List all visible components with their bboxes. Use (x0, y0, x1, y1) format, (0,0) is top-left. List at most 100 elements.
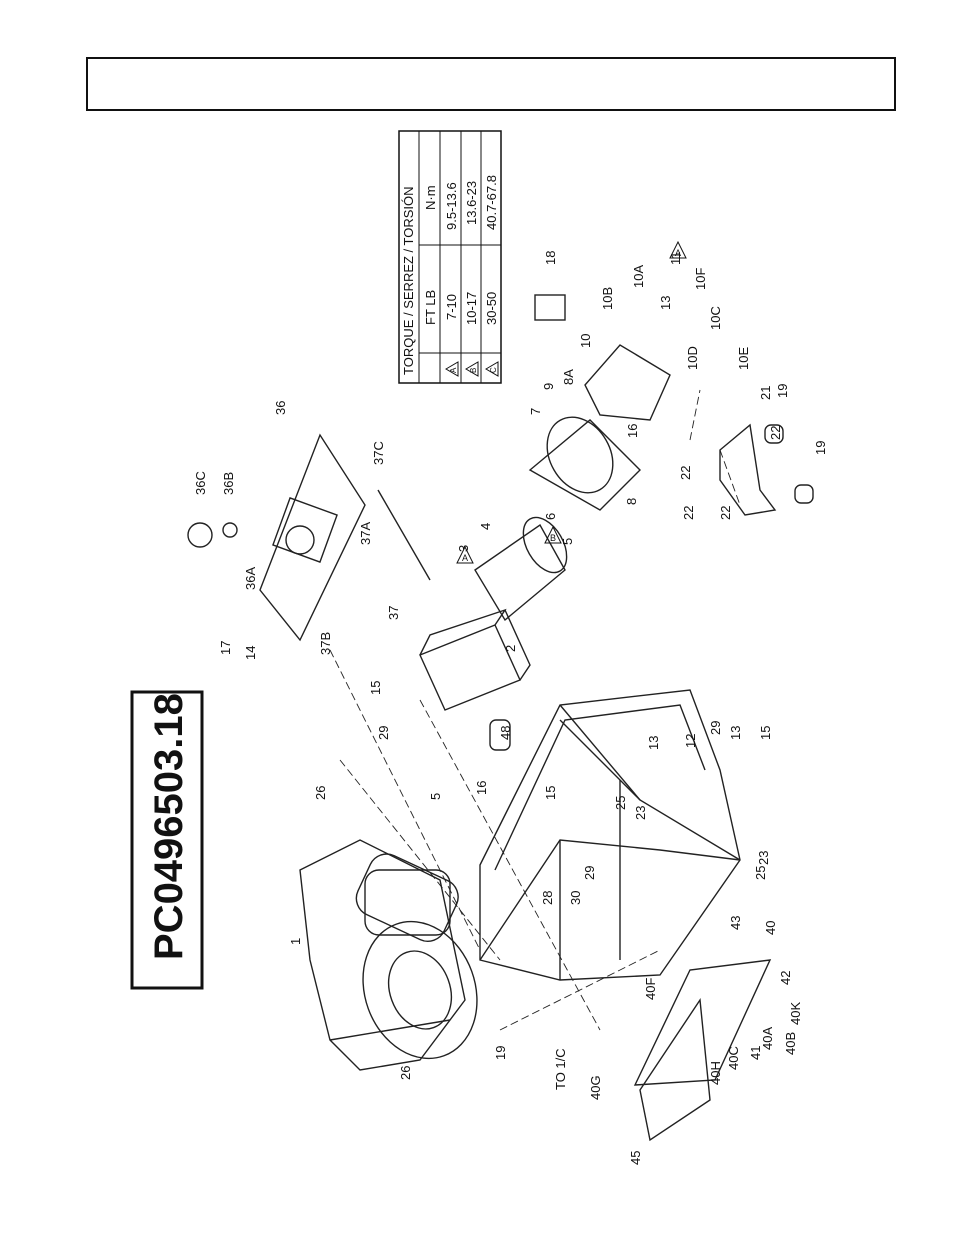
callout-label: 36A (243, 567, 258, 590)
fuel-gauge-drawing (377, 489, 431, 581)
callout-label: 10E (736, 347, 751, 370)
callout-label: 37B (318, 632, 333, 655)
callout-label: 13 (658, 296, 673, 310)
callout-label: 5 (560, 538, 575, 545)
callout-label: 15 (543, 786, 558, 800)
callout-label: 10B (600, 287, 615, 310)
torque-row-nm: 9.5-13.6 (444, 182, 459, 230)
callout-label: 13 (646, 736, 661, 750)
stator-drawing (528, 416, 641, 511)
callout-label: 8 (624, 498, 639, 505)
callout-label: 5 (428, 793, 443, 800)
callout-label: 19 (493, 1046, 508, 1060)
end-bell-drawing (584, 344, 671, 421)
callout-label: 45 (628, 1151, 643, 1165)
callout-label: 9 (541, 383, 556, 390)
callout-label: 40A (760, 1027, 775, 1050)
callout-label: 19 (813, 441, 828, 455)
svg-text:A: A (462, 553, 468, 563)
svg-text:B: B (550, 533, 556, 543)
callout-label: 37 (386, 606, 401, 620)
foot-drawing (489, 719, 511, 751)
callout-label: 10A (631, 265, 646, 288)
torque-reference-mark: B (544, 525, 562, 544)
callout-label: 23 (633, 806, 648, 820)
callout-label: 29 (582, 866, 597, 880)
callout-label: 7 (528, 408, 543, 415)
callout-label: TO 1/C (553, 1048, 568, 1090)
callout-label: 4 (478, 523, 493, 530)
callout-label: 40H (708, 1061, 723, 1085)
torque-row-nm: 40.7-67.8 (484, 175, 499, 230)
callout-label: 29 (376, 726, 391, 740)
callout-label: 23 (756, 851, 771, 865)
engine-drawing (299, 839, 478, 1071)
callout-label: 13 (728, 726, 743, 740)
callout-label: 25 (753, 866, 768, 880)
control-panel-drawing (633, 959, 772, 1142)
part-number-block: PC0496503.18 (130, 690, 204, 990)
callout-label: 40C (726, 1046, 741, 1070)
callout-label: 22 (681, 506, 696, 520)
torque-reference-mark: A (669, 240, 687, 259)
callout-label: 8A (561, 369, 576, 385)
callout-label: 22 (718, 506, 733, 520)
callout-label: 40K (788, 1002, 803, 1025)
callout-label: 37A (358, 522, 373, 545)
callout-label: 36C (193, 471, 208, 495)
torque-mark-a: A (445, 361, 459, 377)
callout-label: 10C (708, 306, 723, 330)
callout-label: 15 (758, 726, 773, 740)
base-plate-drawing (719, 423, 777, 516)
fan-housing-drawing (419, 608, 531, 711)
callout-label: 2 (503, 645, 518, 652)
rotor-drawing (474, 516, 568, 622)
callout-label: 21 (758, 386, 773, 400)
callout-label: 14 (243, 646, 258, 660)
torque-col-ftlb: FT LB (423, 290, 438, 325)
torque-mark-c: C (485, 361, 499, 377)
svg-text:B: B (469, 368, 478, 373)
callout-label: 6 (543, 513, 558, 520)
callout-label: 17 (218, 641, 233, 655)
header-box (86, 57, 896, 111)
callout-label: 22 (678, 466, 693, 480)
cover-drawing (259, 433, 366, 642)
callout-label: 22 (768, 426, 783, 440)
callout-label: 10D (685, 346, 700, 370)
callout-label: 10F (693, 268, 708, 290)
torque-row-ftlb: 30-50 (484, 292, 499, 325)
svg-text:A: A (675, 248, 681, 258)
torque-row-ftlb: 10-17 (464, 292, 479, 325)
callout-label: 16 (625, 424, 640, 438)
callout-label: 43 (728, 916, 743, 930)
frame-drawing (479, 689, 741, 981)
callout-label: 28 (540, 891, 555, 905)
torque-row-ftlb: 7-10 (444, 294, 459, 320)
callout-label: 41 (748, 1046, 763, 1060)
callout-label: 12 (683, 734, 698, 748)
callout-label: 26 (313, 786, 328, 800)
callout-label: 36B (221, 472, 236, 495)
foot-drawing (794, 484, 814, 504)
callout-label: 29 (708, 721, 723, 735)
torque-row-nm: 13.6-23 (464, 181, 479, 225)
callout-label: 42 (778, 971, 793, 985)
foot-drawing (764, 424, 784, 444)
callout-label: 26 (398, 1066, 413, 1080)
torque-table: TORQUE / SERREZ / TORSIÓN FT LB N·m A B … (398, 130, 502, 384)
callout-label: 30 (568, 891, 583, 905)
callout-label: 40G (588, 1075, 603, 1100)
callout-label: 18 (543, 251, 558, 265)
torque-reference-mark: A (456, 545, 474, 564)
callout-label: 3 (456, 545, 471, 552)
callout-label: 36 (273, 401, 288, 415)
svg-text:C: C (489, 367, 498, 373)
fuel-cap-gasket-drawing (222, 522, 238, 538)
callout-label: 1 (288, 938, 303, 945)
callout-label: 25 (613, 796, 628, 810)
callout-label: 15 (368, 681, 383, 695)
torque-mark-b: B (465, 361, 479, 377)
callout-label: 48 (498, 726, 513, 740)
